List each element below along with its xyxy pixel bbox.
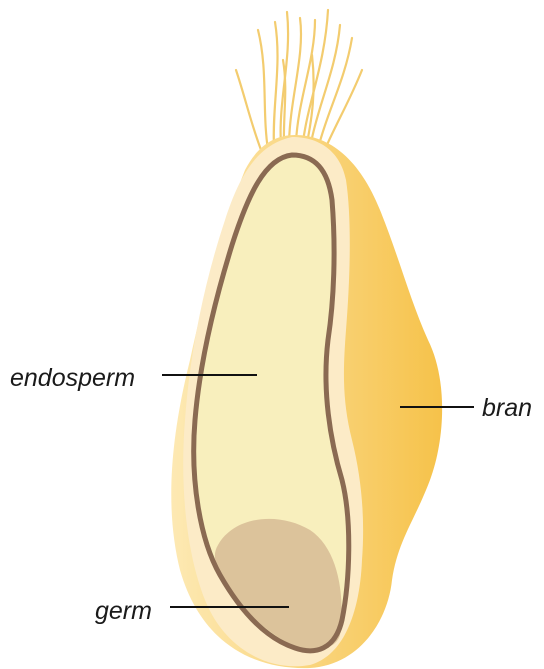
endosperm-label: endosperm [10,366,135,391]
bran-label: bran [482,396,532,421]
germ-label: germ [95,599,152,624]
kernel-hairs [236,10,362,155]
